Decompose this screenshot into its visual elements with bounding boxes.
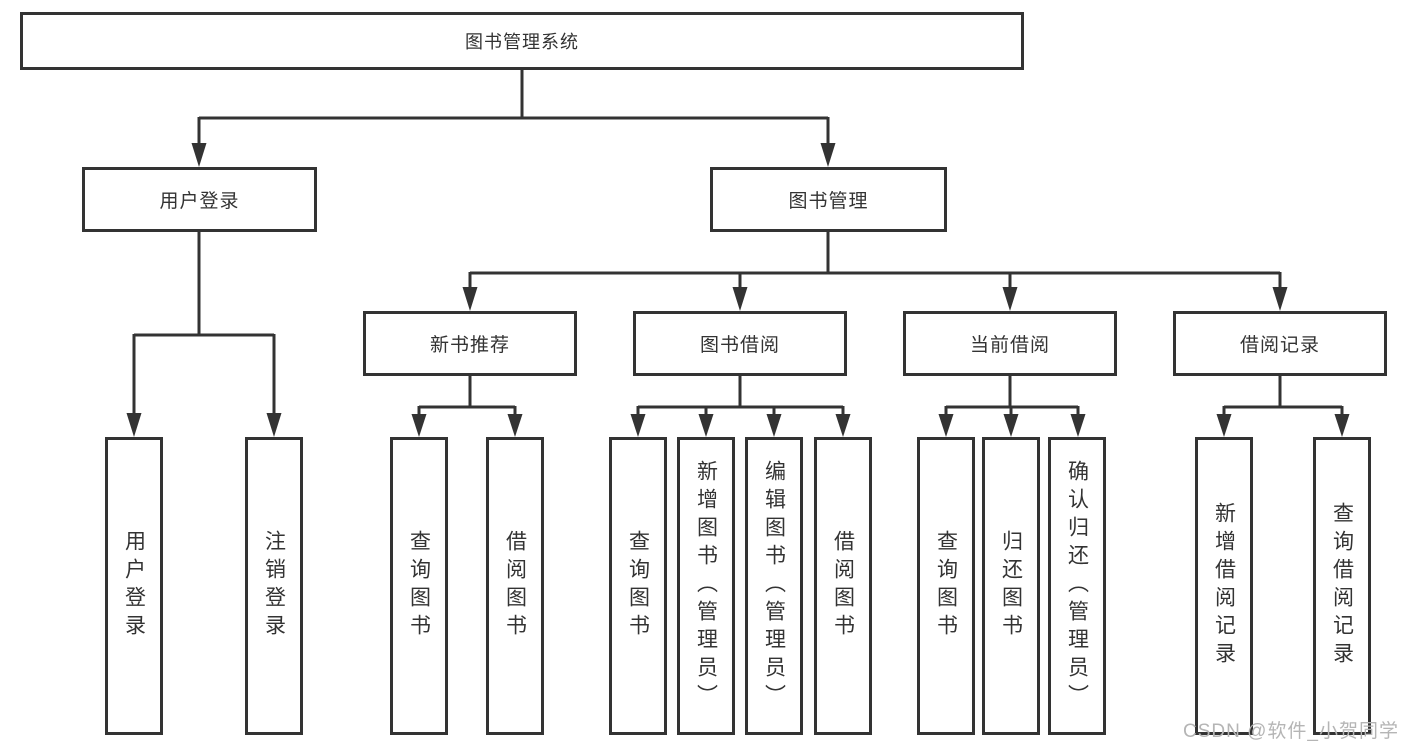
node-label: 确认归还（管理员） xyxy=(1065,460,1089,712)
csdn-watermark: CSDN @软件_小贺同学 xyxy=(1183,721,1399,742)
node-user-login-branch: 用户登录 xyxy=(82,167,317,232)
node-label: 用户登录 xyxy=(159,191,240,212)
node-new-book-recommend: 新书推荐 xyxy=(363,311,577,376)
node-label: 归还图书 xyxy=(999,530,1023,642)
node-borrow-records: 借阅记录 xyxy=(1173,311,1387,376)
leaf-borrow-books: 借阅图书 xyxy=(814,437,872,735)
node-label: 图书借阅 xyxy=(699,335,780,356)
node-label: 借阅记录 xyxy=(1239,335,1320,356)
node-label: 查询图书 xyxy=(934,530,958,642)
leaf-query-books-recommend: 查询图书 xyxy=(390,437,448,735)
node-label: 新书推荐 xyxy=(429,335,510,356)
leaf-edit-books-admin: 编辑图书（管理员） xyxy=(745,437,803,735)
arrowheads xyxy=(126,143,1350,437)
leaf-borrow-books-recommend: 借阅图书 xyxy=(486,437,544,735)
leaf-add-books-admin: 新增图书（管理员） xyxy=(677,437,735,735)
node-label: 查询图书 xyxy=(407,530,431,642)
node-book-borrow: 图书借阅 xyxy=(633,311,847,376)
leaf-return-books: 归还图书 xyxy=(982,437,1040,735)
leaf-query-books-current: 查询图书 xyxy=(917,437,975,735)
node-label: 借阅图书 xyxy=(503,530,527,642)
node-book-management-branch: 图书管理 xyxy=(710,167,947,232)
node-label: 当前借阅 xyxy=(969,335,1050,356)
node-label: 图书管理 xyxy=(788,191,869,212)
node-label: 注销登录 xyxy=(262,530,286,642)
node-label: 图书管理系统 xyxy=(465,32,579,52)
node-label: 编辑图书（管理员） xyxy=(762,460,786,712)
leaf-logout: 注销登录 xyxy=(245,437,303,735)
leaf-add-borrow-record: 新增借阅记录 xyxy=(1195,437,1253,735)
node-label: 用户登录 xyxy=(122,530,146,642)
node-current-borrow: 当前借阅 xyxy=(903,311,1117,376)
node-label: 查询借阅记录 xyxy=(1330,502,1354,670)
leaf-confirm-return-admin: 确认归还（管理员） xyxy=(1048,437,1106,735)
node-label: 新增借阅记录 xyxy=(1212,502,1236,670)
node-label: 查询图书 xyxy=(626,530,650,642)
node-label: 借阅图书 xyxy=(831,530,855,642)
leaf-user-login: 用户登录 xyxy=(105,437,163,735)
leaf-query-borrow-record: 查询借阅记录 xyxy=(1313,437,1371,735)
node-label: 新增图书（管理员） xyxy=(694,460,718,712)
leaf-query-books-borrow: 查询图书 xyxy=(609,437,667,735)
node-system-root: 图书管理系统 xyxy=(20,12,1024,70)
